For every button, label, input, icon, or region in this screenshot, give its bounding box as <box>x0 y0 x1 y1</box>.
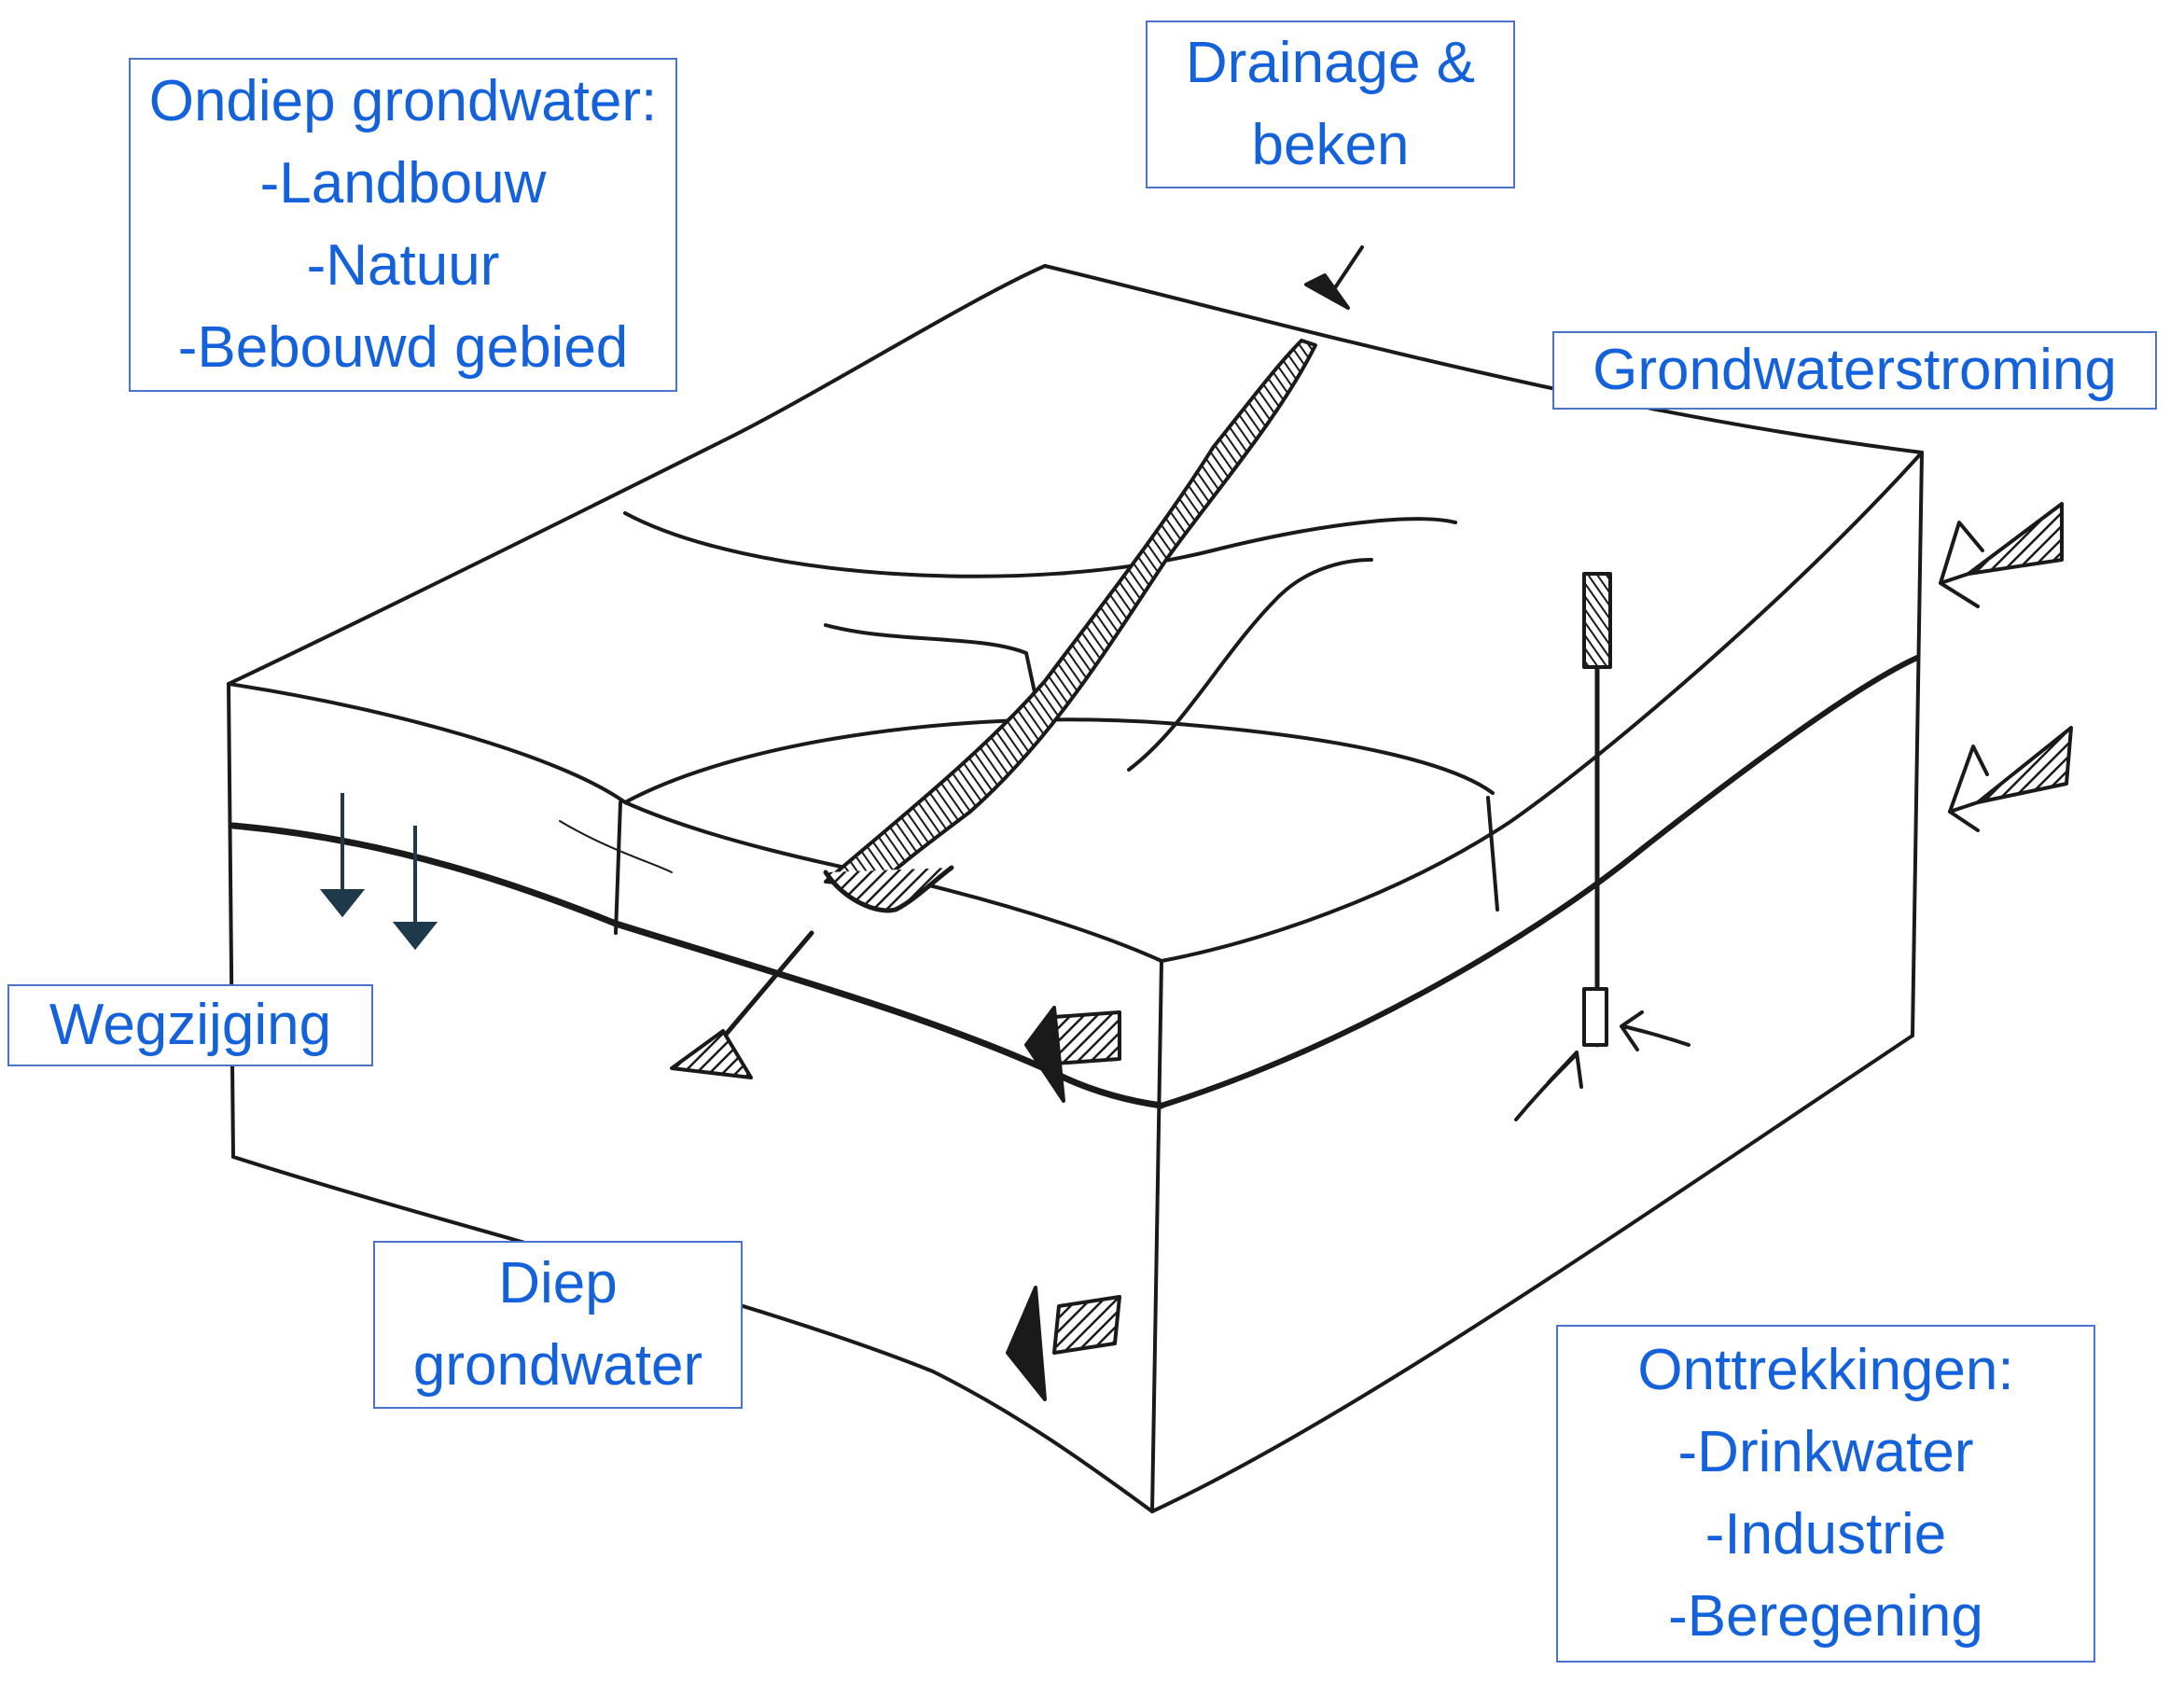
surface-tributary <box>824 623 1042 720</box>
block-top-edge-front <box>227 682 1163 963</box>
label-seepage: Wegzijging <box>7 984 373 1066</box>
well-inflow-arrow-left <box>1514 1051 1583 1121</box>
deep-groundwater-line-2: grondwater <box>412 1333 703 1398</box>
drainage-line-1: Drainage & <box>1185 31 1476 95</box>
shallow-groundwater-title: Ondiep grondwater: <box>148 69 658 133</box>
seepage-arrows <box>319 793 438 951</box>
drainage-line-2: beken <box>1251 113 1410 177</box>
front-face-split-1 <box>614 800 622 935</box>
well-screen-top <box>1582 572 1612 669</box>
front-face-split-2 <box>1486 796 1499 912</box>
inflow-arrow-upper-right <box>1939 502 2064 608</box>
block-right-vertical-edge <box>1911 451 1924 1037</box>
surface-contour-side-branch <box>1127 558 1373 772</box>
label-groundwater-flow: Grondwaterstroming <box>1552 331 2157 410</box>
shallow-groundwater-item-built-area: -Bebouwd gebied <box>177 315 629 380</box>
surface-contour-front <box>623 717 1495 804</box>
seepage-title: Wegzijging <box>49 993 332 1057</box>
block-top-edge-back-left <box>227 264 1047 686</box>
layer-boundary-front <box>230 822 1165 1109</box>
block-top-edge-right <box>1160 451 1924 963</box>
shallow-groundwater-item-agriculture: -Landbouw <box>259 151 547 216</box>
block-bottom-edge-left <box>231 1155 1154 1513</box>
stream-channel <box>824 339 1317 888</box>
block-front-corner-edge <box>1150 959 1163 1513</box>
abstractions-title: Onttrekkingen: <box>1637 1338 2014 1402</box>
shallow-groundwater-item-nature: -Natuur <box>306 233 500 298</box>
label-deep-groundwater: Diep grondwater <box>373 1241 743 1409</box>
label-abstractions: Onttrekkingen: -Drinkwater -Industrie -B… <box>1556 1325 2095 1663</box>
abstractions-item-irrigation: -Beregening <box>1668 1584 1983 1649</box>
abstractions-item-industry: -Industrie <box>1704 1502 1947 1566</box>
label-drainage: Drainage & beken <box>1146 21 1515 188</box>
well-screen-bottom <box>1582 987 1608 1047</box>
block-bottom-edge-right <box>1150 1034 1914 1513</box>
outflow-arrow-head <box>670 1029 753 1079</box>
deep-groundwater-line-1: Diep <box>498 1251 618 1315</box>
drainage-arrow-shaft <box>1332 245 1364 291</box>
inflow-arrow-front-upper <box>1024 1006 1121 1103</box>
front-face-sketch <box>559 820 673 873</box>
inflow-arrow-front-lower <box>1006 1286 1121 1401</box>
layer-boundary-right <box>1159 655 1920 1108</box>
well-inflow-arrow-right <box>1620 1010 1690 1051</box>
block-left-vertical-edge <box>227 682 235 1159</box>
inflow-arrow-lower-right <box>1948 726 2073 832</box>
block-top-edge-back <box>1043 264 1924 454</box>
abstractions-item-drinking-water: -Drinkwater <box>1677 1420 1974 1484</box>
groundwater-flow-title: Grondwaterstroming <box>1593 338 2117 402</box>
label-shallow-groundwater: Ondiep grondwater: -Landbouw -Natuur -Be… <box>129 58 677 392</box>
stream-mouth <box>823 865 954 913</box>
drainage-arrow-head <box>1304 273 1350 310</box>
